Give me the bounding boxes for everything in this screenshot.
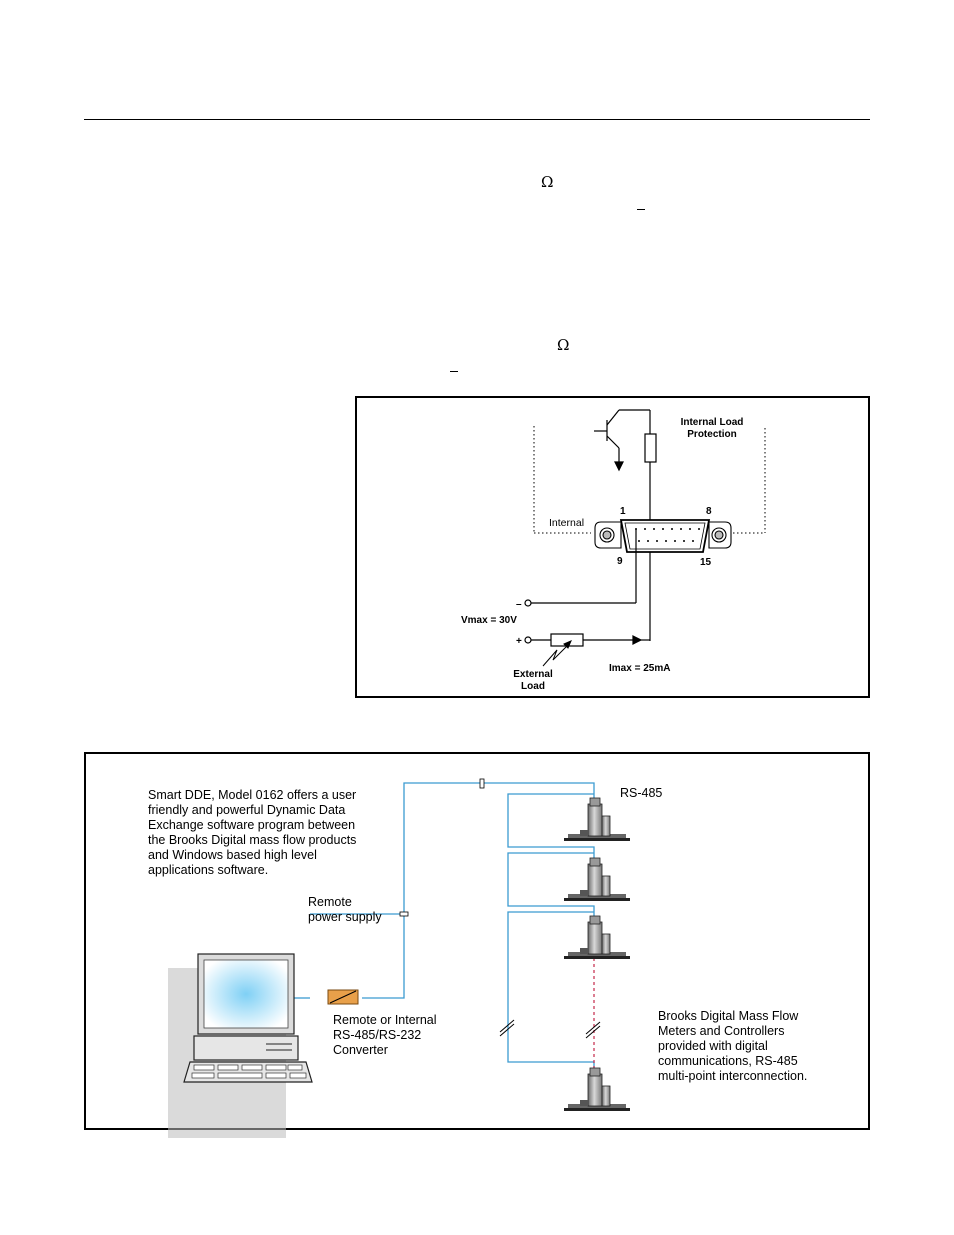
flow-controller-1: [563, 797, 631, 842]
smart-dde-line-5: and Windows based high level: [148, 848, 317, 862]
pin-9-label: 9: [617, 556, 623, 567]
wiring-diagram-figure: Internal Load Protection 1 8 9 15 Intern…: [355, 396, 870, 698]
positive-wire: [524, 633, 650, 647]
power-tap: [399, 911, 409, 917]
smart-dde-line-3: Exchange software program between: [148, 818, 355, 832]
rs485-rs232-converter: [327, 989, 359, 1005]
smart-dde-description: Smart DDE, Model 0162 offers a user frie…: [148, 788, 356, 877]
pin-1-label: 1: [620, 506, 626, 517]
converter-label-line-2: RS-485/RS-232: [333, 1028, 421, 1042]
imax-label: Imax = 25mA: [609, 663, 670, 674]
smart-dde-line-4: the Brooks Digital mass flow products: [148, 833, 356, 847]
underscore-mark-1: [637, 209, 645, 210]
remote-power-supply-line-2: power supply: [308, 910, 382, 924]
minus-terminal-label: –: [516, 599, 522, 610]
bus-terminator: [479, 778, 485, 789]
flow-controller-2: [563, 857, 631, 902]
converter-label-line-1: Remote or Internal: [333, 1013, 437, 1027]
smart-dde-line-2: friendly and powerful Dynamic Data: [148, 803, 345, 817]
negative-wire: [524, 529, 637, 607]
internal-load-label-line-1: Internal Load: [681, 417, 744, 428]
external-load-label-line-2: Load: [521, 681, 545, 692]
break-marks: [499, 1019, 601, 1039]
computer-workstation: [168, 953, 313, 1138]
plus-terminal-label: +: [516, 636, 522, 647]
dsub-connector: [594, 519, 732, 553]
transistor-symbol: [594, 409, 650, 472]
smart-dde-line-1: Smart DDE, Model 0162 offers a user: [148, 788, 356, 802]
internal-label: Internal: [549, 517, 584, 529]
header-rule: [84, 119, 870, 120]
flow-controller-3: [563, 915, 631, 960]
rs485-network-figure: Smart DDE, Model 0162 offers a user frie…: [84, 752, 870, 1138]
remote-power-supply-line-1: Remote: [308, 895, 352, 909]
converter-label-line-3: Converter: [333, 1043, 388, 1057]
brooks-line-4: communications, RS-485: [658, 1054, 798, 1068]
brooks-line-2: Meters and Controllers: [658, 1024, 784, 1038]
brooks-devices-description: Brooks Digital Mass Flow Meters and Cont…: [658, 1009, 807, 1083]
vmax-label: Vmax = 30V: [461, 615, 517, 626]
pin-8-label: 8: [706, 506, 712, 517]
flow-controller-4: [563, 1067, 631, 1112]
pin-15-label: 15: [700, 557, 712, 568]
variable-load-arrow: [542, 640, 572, 667]
brooks-line-5: multi-point interconnection.: [658, 1069, 807, 1083]
rs485-network-svg: Smart DDE, Model 0162 offers a user frie…: [148, 778, 807, 1138]
brooks-line-3: provided with digital: [658, 1039, 768, 1053]
underscore-mark-2: [450, 371, 458, 372]
ohm-symbol-2: Ω: [557, 336, 570, 354]
rs485-label: RS-485: [620, 786, 662, 800]
wiring-diagram-svg: Internal Load Protection 1 8 9 15 Intern…: [461, 409, 766, 692]
external-load-label-line-1: External: [513, 669, 553, 680]
rs485-bus-lines: [294, 782, 595, 1072]
smart-dde-line-6: applications software.: [148, 863, 268, 877]
internal-enclosure-boundary: [533, 426, 766, 534]
internal-load-label-line-2: Protection: [687, 429, 736, 440]
brooks-line-1: Brooks Digital Mass Flow: [658, 1009, 799, 1023]
ohm-symbol-1: Ω: [541, 173, 554, 191]
